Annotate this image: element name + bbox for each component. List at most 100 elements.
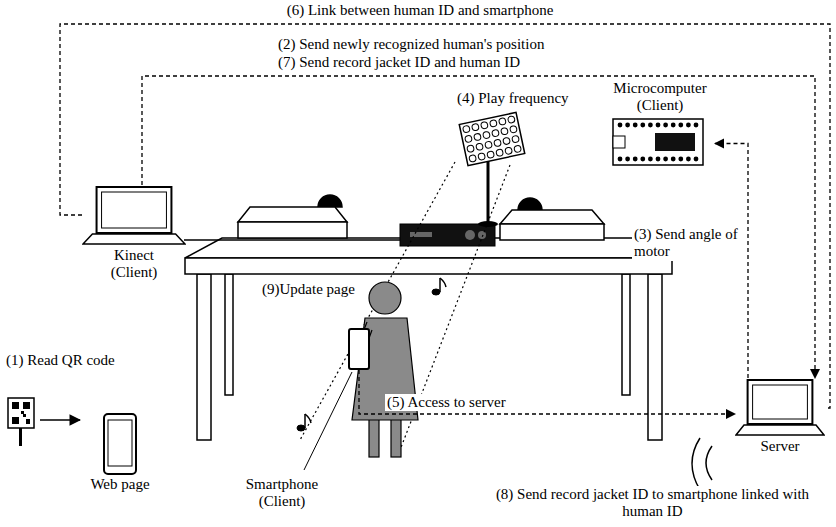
speaker-unit <box>467 145 475 153</box>
table <box>197 274 211 440</box>
laptop-icon <box>735 378 825 438</box>
turntable <box>500 224 604 240</box>
music-note <box>439 278 441 292</box>
speaker-unit <box>469 155 477 163</box>
board-pin <box>686 156 691 161</box>
laptop-screen <box>102 192 167 228</box>
qr-sign <box>8 398 34 446</box>
qr-sign <box>8 398 34 428</box>
board-pin <box>663 156 668 161</box>
music-note <box>304 414 306 428</box>
board-icon <box>605 115 715 171</box>
qr-sign <box>26 419 30 424</box>
speaker-unit <box>480 121 488 129</box>
server-pc: Server <box>735 378 825 455</box>
person <box>369 415 379 457</box>
radio-waves <box>706 446 712 480</box>
qr-sign <box>21 411 24 414</box>
web-icon <box>85 412 155 476</box>
board-pin <box>648 156 653 161</box>
turntable <box>518 198 542 210</box>
speaker-unit <box>512 135 520 143</box>
laptop-screen <box>748 380 813 424</box>
speaker-array <box>487 158 490 224</box>
table <box>185 238 672 440</box>
music-note <box>432 289 440 295</box>
speaker-unit <box>507 116 515 124</box>
table <box>622 274 630 395</box>
circuit-board <box>613 119 703 165</box>
table <box>225 274 233 395</box>
board-pin <box>625 122 630 127</box>
radio-waves <box>692 438 700 490</box>
board-pin <box>663 122 668 127</box>
board-pin <box>671 156 676 161</box>
kinect-wire <box>184 240 400 241</box>
dashed-connector <box>359 370 735 414</box>
board-pin <box>678 122 683 127</box>
speaker-unit <box>514 145 522 153</box>
leader-line <box>304 372 352 470</box>
speaker-array <box>462 116 521 163</box>
board-pin <box>625 156 630 161</box>
step-label: (1) Read QR code <box>4 352 117 369</box>
dashed-connector <box>715 144 748 379</box>
step-label: (3) Send angle of motor <box>632 226 744 261</box>
speaker-unit <box>474 133 482 141</box>
leader-line <box>304 372 352 470</box>
laptop-screen <box>97 187 172 233</box>
radio-waves <box>692 438 712 490</box>
phone-screen <box>108 420 132 466</box>
table <box>185 258 672 274</box>
amplifier <box>400 224 495 246</box>
sound-beam <box>300 162 510 450</box>
laptop-icon <box>82 185 186 247</box>
speaker-unit <box>505 147 513 155</box>
speaker-unit <box>485 141 493 149</box>
board-pin <box>618 122 623 127</box>
speaker-unit <box>494 139 502 147</box>
amplifier <box>478 231 486 239</box>
laptop-screen <box>753 385 808 419</box>
web-page-phone: Web page <box>85 412 155 493</box>
speaker-unit <box>503 137 511 145</box>
amplifier <box>400 224 495 246</box>
board-pin <box>694 156 699 161</box>
qr-sign <box>12 402 19 409</box>
board-pin <box>686 122 691 127</box>
speaker-unit <box>498 118 506 126</box>
node-label: Microcomputer (Client) <box>605 80 715 115</box>
board-pin <box>618 156 623 161</box>
speaker-unit <box>487 151 495 159</box>
qr-arrow <box>40 419 80 420</box>
speaker-array <box>459 112 524 165</box>
board-pin <box>656 122 661 127</box>
step-label: (7) Send record jacket ID and human ID <box>276 54 522 71</box>
microcomputer: Microcomputer (Client) <box>605 80 715 171</box>
turntable <box>238 195 604 240</box>
board-pin <box>678 156 683 161</box>
music-note <box>297 425 305 431</box>
speaker-unit <box>510 125 518 133</box>
qr-sign <box>23 402 30 409</box>
speaker-unit <box>476 143 484 151</box>
turntable <box>238 222 347 238</box>
music-note <box>440 278 446 287</box>
board-pin <box>694 122 699 127</box>
board-pin <box>640 122 645 127</box>
music-note <box>305 414 311 423</box>
step-label: (8) Send record jacket ID to smartphone … <box>478 486 827 521</box>
speaker-array <box>459 112 524 227</box>
person <box>369 282 401 314</box>
qr-sign <box>23 414 26 417</box>
node-label: Smartphone (Client) <box>238 476 326 511</box>
dashed-connector <box>142 76 815 378</box>
speaker-unit <box>483 131 491 139</box>
speaker-unit <box>496 149 504 157</box>
kinect-pc: Kinect (Client) <box>82 185 186 282</box>
speaker-array <box>459 112 524 165</box>
speaker-unit <box>501 127 509 135</box>
qr-arrow <box>40 420 80 421</box>
